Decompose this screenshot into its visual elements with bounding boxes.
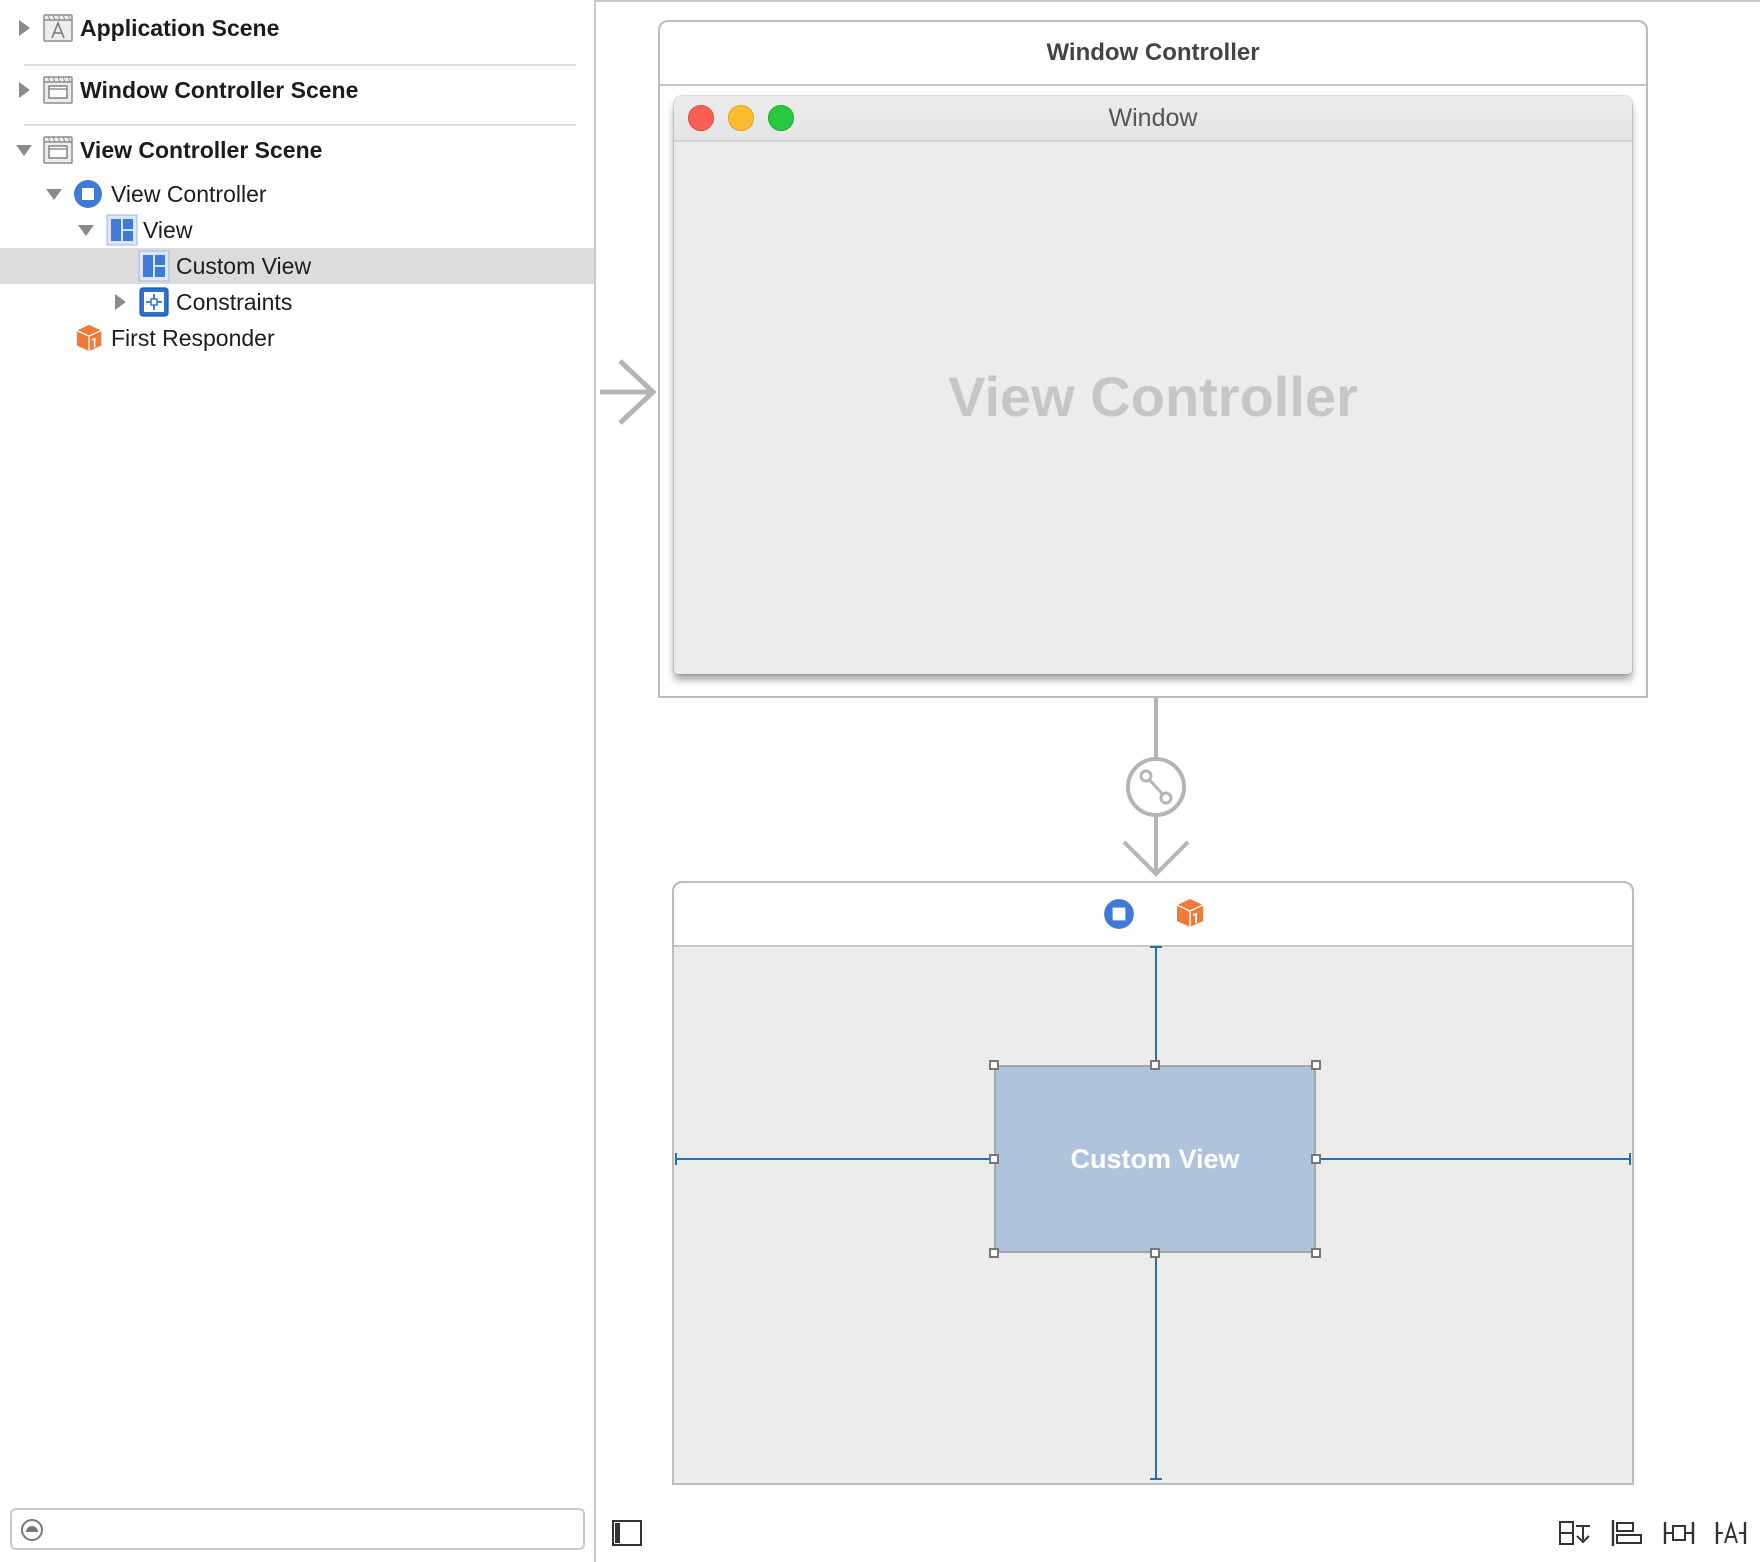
scene-dock — [674, 883, 1632, 947]
outline-separator — [24, 64, 576, 66]
window-titlebar[interactable]: Window — [674, 96, 1632, 142]
outline-item-custom-view[interactable]: Custom View — [0, 248, 594, 284]
window-title: Window — [1108, 104, 1198, 132]
align-icon[interactable] — [1610, 1518, 1644, 1548]
resize-handle-top-left[interactable] — [989, 1060, 999, 1070]
outline-item-label: First Responder — [111, 325, 275, 351]
disclosure-right-icon[interactable] — [14, 80, 34, 100]
outline-item-label: View Controller — [111, 181, 267, 207]
filter-icon — [21, 1519, 43, 1541]
pin-icon[interactable] — [1662, 1518, 1696, 1548]
window-controller-scene[interactable]: Window Controller Window View Controller — [658, 20, 1648, 698]
zoom-button[interactable] — [768, 105, 794, 131]
resize-handle-top-right[interactable] — [1311, 1060, 1321, 1070]
outline-view-controller-scene[interactable]: View Controller Scene — [0, 130, 594, 170]
resolve-auto-layout-icon[interactable] — [1714, 1518, 1748, 1548]
disclosure-down-icon[interactable] — [44, 184, 64, 204]
resize-handle-top[interactable] — [1150, 1060, 1160, 1070]
view-controller-scene[interactable]: Custom View — [672, 881, 1634, 1485]
outline-item-view[interactable]: View — [0, 212, 594, 248]
custom-view[interactable]: Custom View — [994, 1065, 1316, 1253]
segue-icon[interactable] — [1118, 698, 1194, 880]
constraints-icon — [139, 287, 169, 317]
resize-handle-left[interactable] — [989, 1154, 999, 1164]
resize-handle-right[interactable] — [1311, 1154, 1321, 1164]
first-responder-icon — [76, 324, 102, 352]
top-divider — [0, 0, 1760, 2]
application-scene-icon — [43, 14, 73, 42]
outline-filter-field[interactable] — [10, 1508, 585, 1550]
outline-item-label: View — [143, 217, 193, 243]
outline-scene-label: Application Scene — [80, 15, 280, 41]
outline-application-scene[interactable]: Application Scene — [0, 8, 594, 48]
window-preview[interactable]: Window View Controller — [674, 96, 1632, 674]
disclosure-right-icon[interactable] — [110, 292, 130, 312]
outline-scene-label: Window Controller Scene — [80, 77, 359, 103]
view-icon — [138, 250, 170, 282]
initial-controller-arrow-icon[interactable] — [598, 357, 658, 427]
resize-handle-bottom-left[interactable] — [989, 1248, 999, 1258]
root-view[interactable]: Custom View — [674, 945, 1632, 1483]
document-outline: Application Scene Window Controller Scen… — [0, 0, 596, 1562]
custom-view-label: Custom View — [1070, 1144, 1240, 1174]
outline-scene-label: View Controller Scene — [80, 137, 323, 163]
first-responder-icon[interactable] — [1174, 897, 1206, 929]
view-icon — [106, 214, 138, 246]
disclosure-down-icon[interactable] — [14, 140, 34, 160]
storyboard-canvas[interactable]: Window Controller Window View Controller — [598, 2, 1760, 1562]
outline-item-label: Constraints — [176, 289, 293, 315]
resize-handle-bottom-right[interactable] — [1311, 1248, 1321, 1258]
stack-views-icon[interactable] — [1558, 1518, 1592, 1548]
outline-item-label: Custom View — [176, 253, 312, 279]
outline-toggle-icon[interactable] — [612, 1520, 642, 1546]
resize-handle-bottom[interactable] — [1150, 1248, 1160, 1258]
outline-separator — [24, 124, 576, 126]
disclosure-right-icon[interactable] — [14, 18, 34, 38]
scene-title: Window Controller — [660, 22, 1646, 86]
window-scene-icon — [43, 136, 73, 164]
window-scene-icon — [43, 76, 73, 104]
view-controller-icon[interactable] — [1102, 897, 1136, 931]
constraint-lines — [675, 946, 1631, 1480]
outline-window-controller-scene[interactable]: Window Controller Scene — [0, 70, 594, 110]
outline-item-constraints[interactable]: Constraints — [0, 284, 594, 320]
view-controller-icon — [74, 180, 102, 208]
content-view-controller-placeholder: View Controller — [948, 365, 1358, 428]
outline-filter-input[interactable] — [54, 1514, 578, 1546]
minimize-button[interactable] — [728, 105, 754, 131]
disclosure-down-icon[interactable] — [76, 220, 96, 240]
outline-item-view-controller[interactable]: View Controller — [0, 176, 594, 212]
close-button[interactable] — [688, 105, 714, 131]
outline-item-first-responder[interactable]: First Responder — [0, 320, 594, 356]
